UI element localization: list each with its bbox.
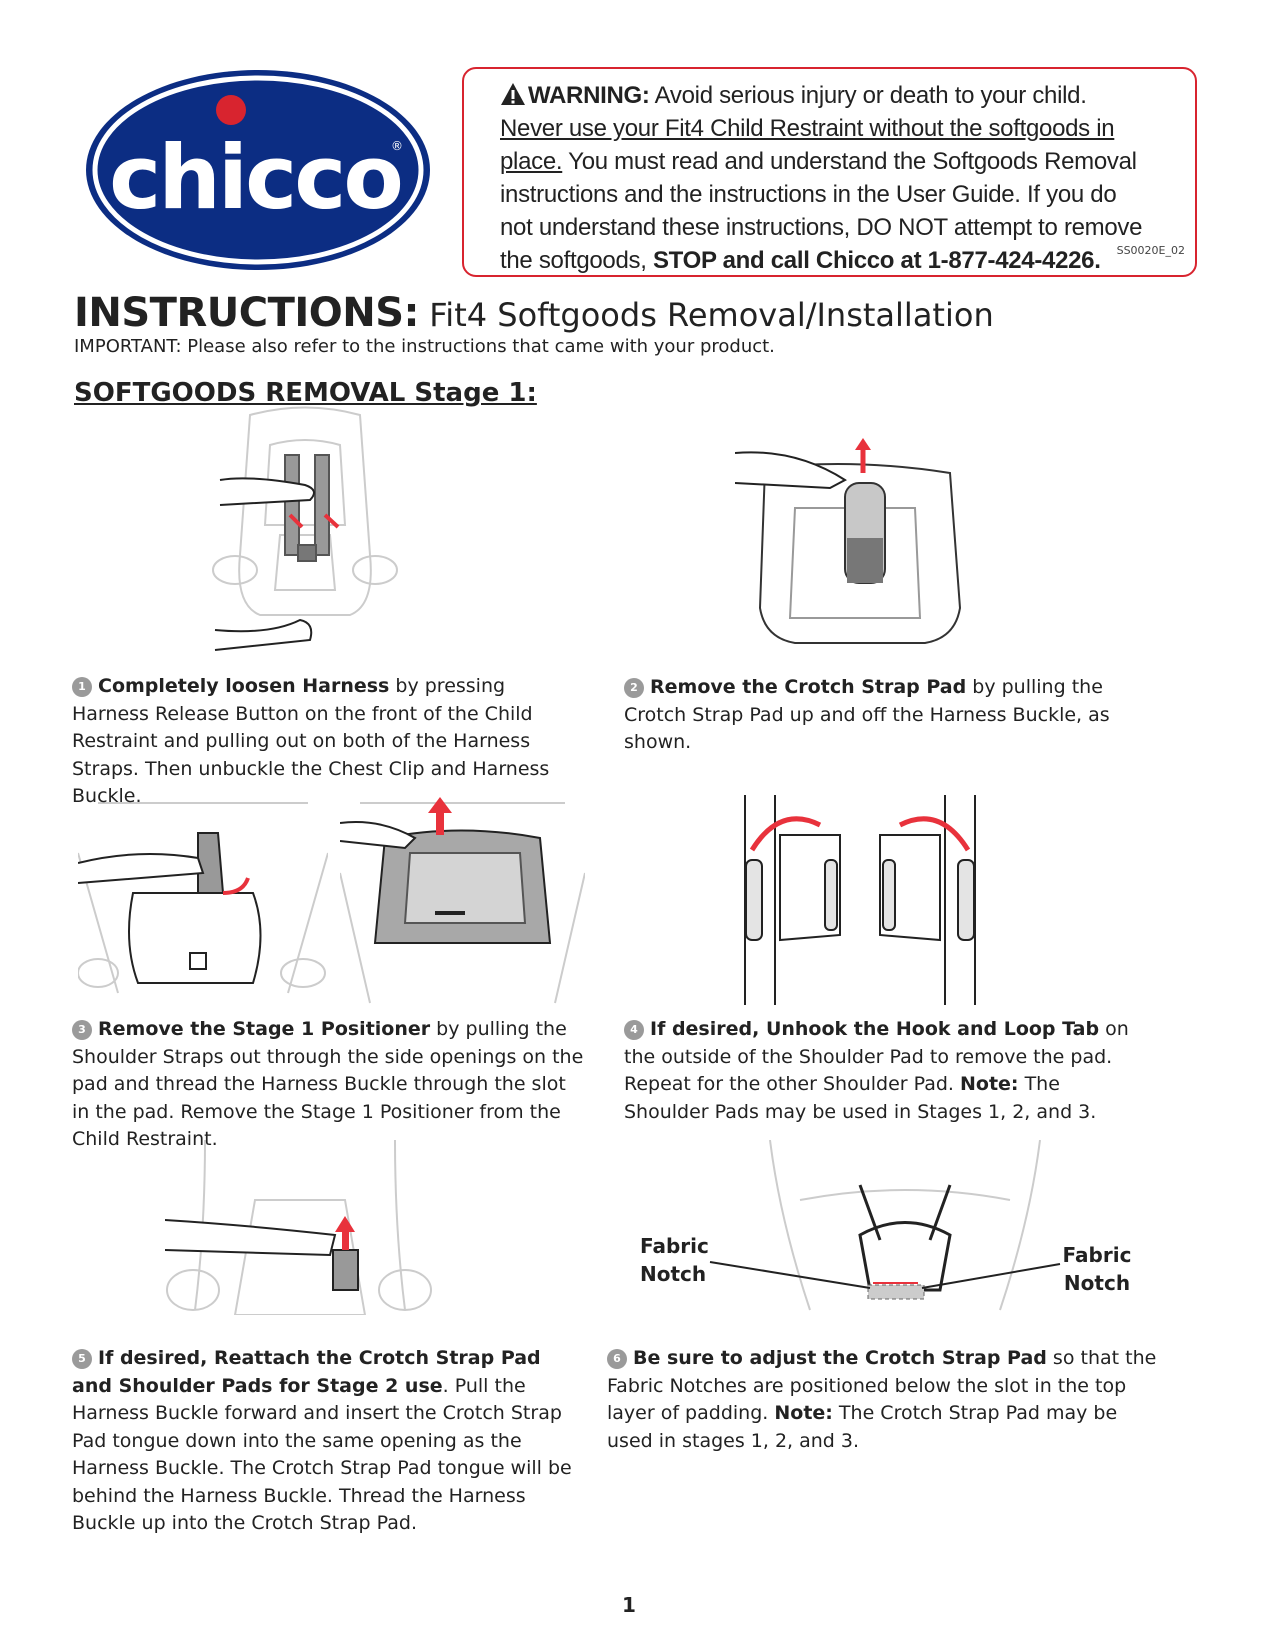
shoulder-pad-illustration (744, 795, 976, 1005)
step-number: 3 (72, 1020, 92, 1040)
warning-underlined: Never use your Fit4 Child Restraint with… (500, 115, 1115, 175)
step-number: 6 (607, 1349, 627, 1369)
harness-illustration (212, 406, 398, 651)
warning-label: WARNING: (528, 82, 650, 109)
important-note: IMPORTANT: Please also refer to the inst… (74, 336, 775, 357)
reattach-crotch-pad-illustration (165, 1140, 432, 1315)
fabric-notch-right-label: Fabric Notch (1062, 1243, 1132, 1295)
section-heading: SOFTGOODS REMOVAL Stage 1: (74, 378, 537, 408)
step-number: 2 (624, 678, 644, 698)
page-title: INSTRUCTIONS: Fit4 Softgoods Removal/Ins… (74, 290, 994, 336)
page-number: 1 (622, 1593, 636, 1617)
chicco-logo: chicco ® (86, 70, 430, 270)
warning-box: WARNING: Avoid serious injury or death t… (462, 67, 1197, 277)
step-number: 4 (624, 1020, 644, 1040)
stage1-positioner-removal-a (78, 802, 328, 994)
crotch-pad-illustration (735, 438, 962, 644)
stage1-positioner-removal-b (340, 797, 585, 1004)
step-number: 1 (72, 677, 92, 697)
fabric-notch-left-label: Fabric Notch (640, 1234, 709, 1286)
fabric-notch-illustration (709, 1140, 1061, 1311)
svg-text:chicco: chicco (109, 126, 401, 229)
step-number: 5 (72, 1349, 92, 1369)
warning-call: STOP and call Chicco at 1-877-424-4226. (652, 247, 1101, 274)
svg-text:®: ® (391, 139, 403, 153)
warning-icon (501, 83, 525, 105)
warning-text: WARNING: Avoid serious injury or death t… (500, 82, 1143, 274)
document-code: SS0020E_02 (1116, 244, 1185, 257)
